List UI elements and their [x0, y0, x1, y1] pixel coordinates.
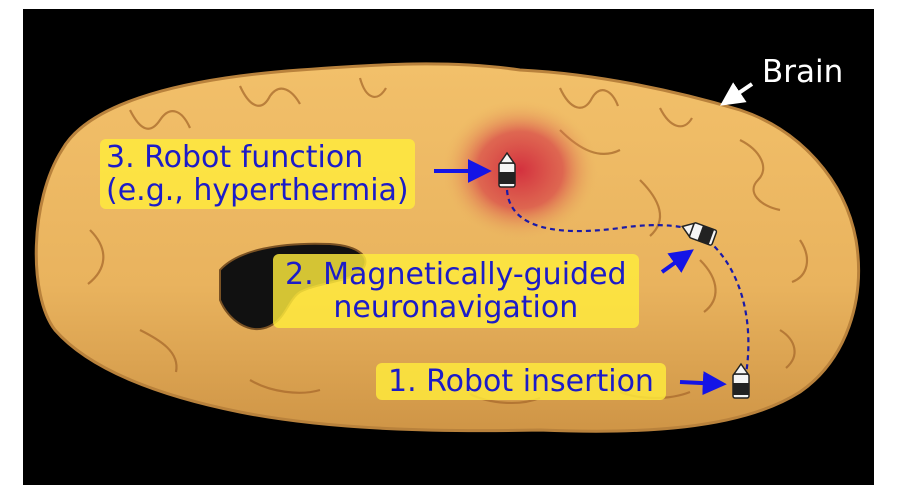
- step-1-label: 1. Robot insertion: [376, 363, 666, 400]
- brain-label: Brain: [762, 54, 843, 90]
- step-3-label: 3. Robot function (e.g., hyperthermia): [100, 139, 415, 209]
- arrow-icon: [724, 84, 752, 103]
- arrow-icon: [680, 382, 722, 384]
- step-2-label: 2. Magnetically-guided neuronavigation: [273, 254, 639, 328]
